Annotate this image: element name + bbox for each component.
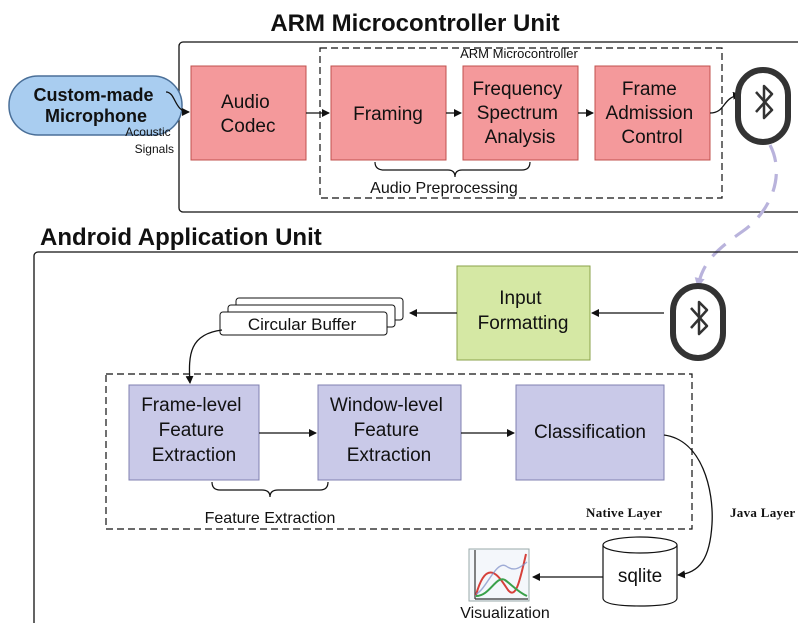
bluetooth-icon [735, 67, 791, 145]
audio-codec-line-1: Audio [221, 92, 270, 113]
acoustic-signals-label: Acoustic Signals [125, 125, 174, 156]
microphone-line-2: Microphone [45, 106, 147, 126]
spectrum-line-1: Frequency [472, 79, 562, 100]
mic-to-codec-arrow [165, 91, 190, 116]
preprocessing-brace [374, 161, 531, 178]
spectrum-line-3: Analysis [485, 127, 556, 148]
admission-line-1: Frame [622, 79, 677, 100]
window-feature-line-2: Feature [354, 420, 419, 441]
frame-feature-box [128, 384, 260, 481]
native-layer-label: Native Layer [586, 505, 662, 520]
window-feature-label: Window-level Feature Extraction [330, 395, 448, 466]
admission-box [594, 65, 711, 161]
android-unit-frame [33, 251, 798, 623]
audio-codec-box [190, 65, 307, 161]
input-formatting-label: Input Formatting [478, 288, 569, 334]
admission-label: Frame Admission Control [606, 79, 699, 148]
spectrum-line-2: Spectrum [477, 103, 558, 124]
framing-label: Framing [353, 104, 423, 125]
spectrum-box [462, 65, 579, 161]
bluetooth-icon [670, 283, 726, 361]
frame-feature-line-2: Feature [159, 420, 224, 441]
visualization-chart-icon [468, 548, 530, 602]
database-icon [602, 536, 678, 607]
buffer-to-frame-arrow [185, 329, 223, 384]
sqlite-label: sqlite [618, 566, 662, 587]
visualization-label: Visualization [460, 605, 550, 622]
android-unit-title: Android Application Unit [40, 224, 322, 251]
audio-codec-label: Audio Codec [221, 92, 276, 137]
window-feature-line-1: Window-level [330, 395, 443, 416]
arm-unit-frame [178, 41, 798, 213]
preprocessing-label: Audio Preprocessing [370, 180, 518, 197]
window-feature-line-3: Extraction [347, 445, 431, 466]
arm-microcontroller-label: ARM Microcontroller [460, 46, 578, 61]
spectrum-label: Frequency Spectrum Analysis [472, 79, 567, 148]
frame-feature-line-3: Extraction [152, 445, 236, 466]
input-formatting-box [456, 265, 591, 361]
microphone-line-1: Custom-made [33, 85, 153, 105]
arm-microcontroller-frame [319, 47, 723, 199]
feature-extraction-brace [211, 481, 329, 498]
admission-line-2: Admission [606, 103, 694, 124]
microphone-node [8, 75, 183, 136]
microphone-label: Custom-made Microphone [33, 85, 158, 126]
window-feature-box [317, 384, 462, 481]
input-formatting-line-1: Input [499, 288, 542, 309]
framing-box [330, 65, 447, 161]
classification-label: Classification [534, 422, 646, 443]
bluetooth-link [694, 144, 778, 288]
circular-buffer-label: Circular Buffer [248, 315, 357, 334]
audio-codec-line-2: Codec [221, 116, 276, 137]
input-formatting-line-2: Formatting [478, 313, 569, 334]
feature-extraction-label: Feature Extraction [205, 510, 336, 527]
circular-buffer-box [219, 311, 388, 336]
admission-line-3: Control [621, 127, 682, 148]
classification-to-sqlite-arrow [663, 434, 713, 579]
frame-feature-line-1: Frame-level [141, 395, 241, 416]
classification-box [515, 384, 665, 481]
arm-unit-title: ARM Microcontroller Unit [270, 10, 559, 37]
acoustic-line-2: Signals [135, 142, 174, 156]
native-layer-frame [105, 373, 693, 530]
java-layer-label: Java Layer [730, 505, 795, 520]
acoustic-line-1: Acoustic [125, 125, 170, 139]
frame-feature-label: Frame-level Feature Extraction [141, 395, 247, 466]
